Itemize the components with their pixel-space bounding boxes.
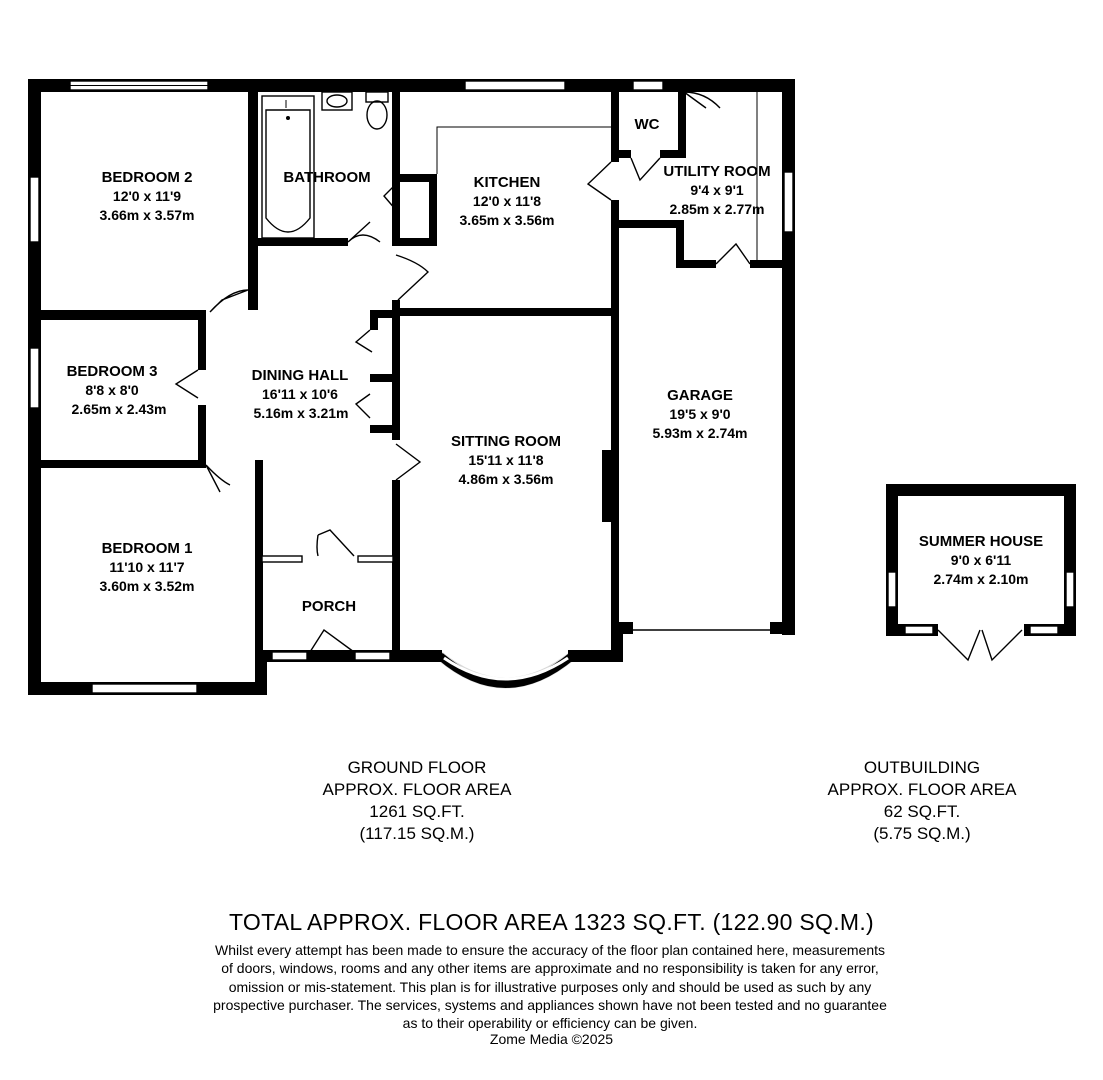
- room-metric: 3.60m x 3.52m: [100, 578, 195, 594]
- room-metric: 3.66m x 3.57m: [100, 207, 195, 223]
- outbuilding-area-label: APPROX. FLOOR AREA: [827, 780, 1017, 799]
- summer-house: [886, 484, 1076, 636]
- room-bedroom-2: BEDROOM 2 12'0 x 11'9 3.66m x 3.57m: [100, 169, 195, 223]
- outbuilding-area: OUTBUILDING APPROX. FLOOR AREA 62 SQ.FT.…: [772, 757, 1072, 845]
- disclaimer: Whilst every attempt has been made to en…: [150, 941, 950, 1032]
- worktops: [436, 92, 758, 260]
- bathtub: [261, 95, 315, 239]
- room-bedroom-1: BEDROOM 1 11'10 x 11'7 3.60m x 3.52m: [100, 540, 195, 594]
- room-imperial: 16'11 x 10'6: [262, 386, 338, 402]
- doors: [174, 91, 1023, 662]
- room-garage: GARAGE 19'5 x 9'0 5.93m x 2.74m: [653, 387, 748, 441]
- ground-floor-sqm: (117.15 SQ.M.): [359, 824, 475, 843]
- room-metric: 2.85m x 2.77m: [670, 201, 765, 217]
- room-kitchen: KITCHEN 12'0 x 11'8 3.65m x 3.56m: [460, 174, 555, 228]
- room-imperial: 19'5 x 9'0: [669, 406, 730, 422]
- room-name: DINING HALL: [252, 367, 349, 384]
- room-metric: 4.86m x 3.56m: [459, 471, 554, 487]
- room-wc: WC: [635, 116, 660, 133]
- room-name: BEDROOM 1: [102, 540, 193, 557]
- room-dining-hall: DINING HALL 16'11 x 10'6 5.16m x 3.21m: [252, 367, 349, 421]
- room-imperial: 12'0 x 11'8: [473, 193, 541, 209]
- room-metric: 5.93m x 2.74m: [653, 425, 748, 441]
- disclaimer-line: prospective purchaser. The services, sys…: [213, 996, 887, 1013]
- room-summer-house: SUMMER HOUSE 9'0 x 6'11 2.74m x 2.10m: [919, 533, 1043, 587]
- ground-floor-area-label: APPROX. FLOOR AREA: [322, 780, 512, 799]
- room-name: GARAGE: [667, 387, 733, 404]
- room-sitting-room: SITTING ROOM 15'11 x 11'8 4.86m x 3.56m: [451, 433, 561, 487]
- toilet: [365, 91, 389, 130]
- disclaimer-line: Whilst every attempt has been made to en…: [214, 942, 886, 958]
- room-name: SITTING ROOM: [451, 433, 561, 450]
- outbuilding-sqft: 62 SQ.FT.: [883, 802, 961, 821]
- sink: [321, 91, 353, 111]
- room-name: WC: [635, 116, 660, 133]
- room-bathroom: BATHROOM: [283, 169, 370, 186]
- room-metric: 2.65m x 2.43m: [72, 401, 167, 417]
- room-utility: UTILITY ROOM 9'4 x 9'1 2.85m x 2.77m: [663, 163, 770, 217]
- room-name: BATHROOM: [283, 169, 370, 186]
- room-imperial: 11'10 x 11'7: [109, 559, 184, 575]
- room-name: BEDROOM 3: [67, 363, 158, 380]
- room-name: KITCHEN: [474, 174, 541, 191]
- room-imperial: 9'4 x 9'1: [690, 182, 744, 198]
- total-floor-area: TOTAL APPROX. FLOOR AREA 1323 SQ.FT. (12…: [228, 909, 875, 935]
- interior-walls: [41, 92, 782, 652]
- room-name: UTILITY ROOM: [663, 163, 770, 180]
- ground-floor-title: GROUND FLOOR: [347, 758, 487, 777]
- ground-floor-sqft: 1261 SQ.FT.: [369, 802, 465, 821]
- room-imperial: 9'0 x 6'11: [951, 552, 1012, 568]
- room-metric: 5.16m x 3.21m: [254, 405, 349, 421]
- outbuilding-title: OUTBUILDING: [863, 758, 981, 777]
- outbuilding-sqm: (5.75 SQ.M.): [873, 824, 971, 843]
- bay-window: [437, 650, 575, 689]
- windows: [29, 80, 794, 694]
- room-imperial: 15'11 x 11'8: [468, 452, 543, 468]
- disclaimer-line: of doors, windows, rooms and any other i…: [221, 960, 879, 977]
- room-porch: PORCH: [302, 598, 356, 615]
- room-name: SUMMER HOUSE: [919, 533, 1043, 550]
- disclaimer-line: omission or mis-statement. This plan is …: [228, 978, 872, 995]
- room-imperial: 8'8 x 8'0: [85, 382, 139, 398]
- room-name: BEDROOM 2: [102, 169, 193, 186]
- room-imperial: 12'0 x 11'9: [113, 188, 181, 204]
- room-metric: 2.74m x 2.10m: [934, 571, 1029, 587]
- credit: Zome Media ©2025: [489, 1031, 614, 1047]
- ground-floor-area: GROUND FLOOR APPROX. FLOOR AREA 1261 SQ.…: [267, 757, 567, 845]
- disclaimer-line: as to their operability or efficiency ca…: [402, 1015, 698, 1032]
- room-metric: 3.65m x 3.56m: [460, 212, 555, 228]
- room-name: PORCH: [302, 598, 356, 615]
- room-bedroom-3: BEDROOM 3 8'8 x 8'0 2.65m x 2.43m: [67, 363, 167, 417]
